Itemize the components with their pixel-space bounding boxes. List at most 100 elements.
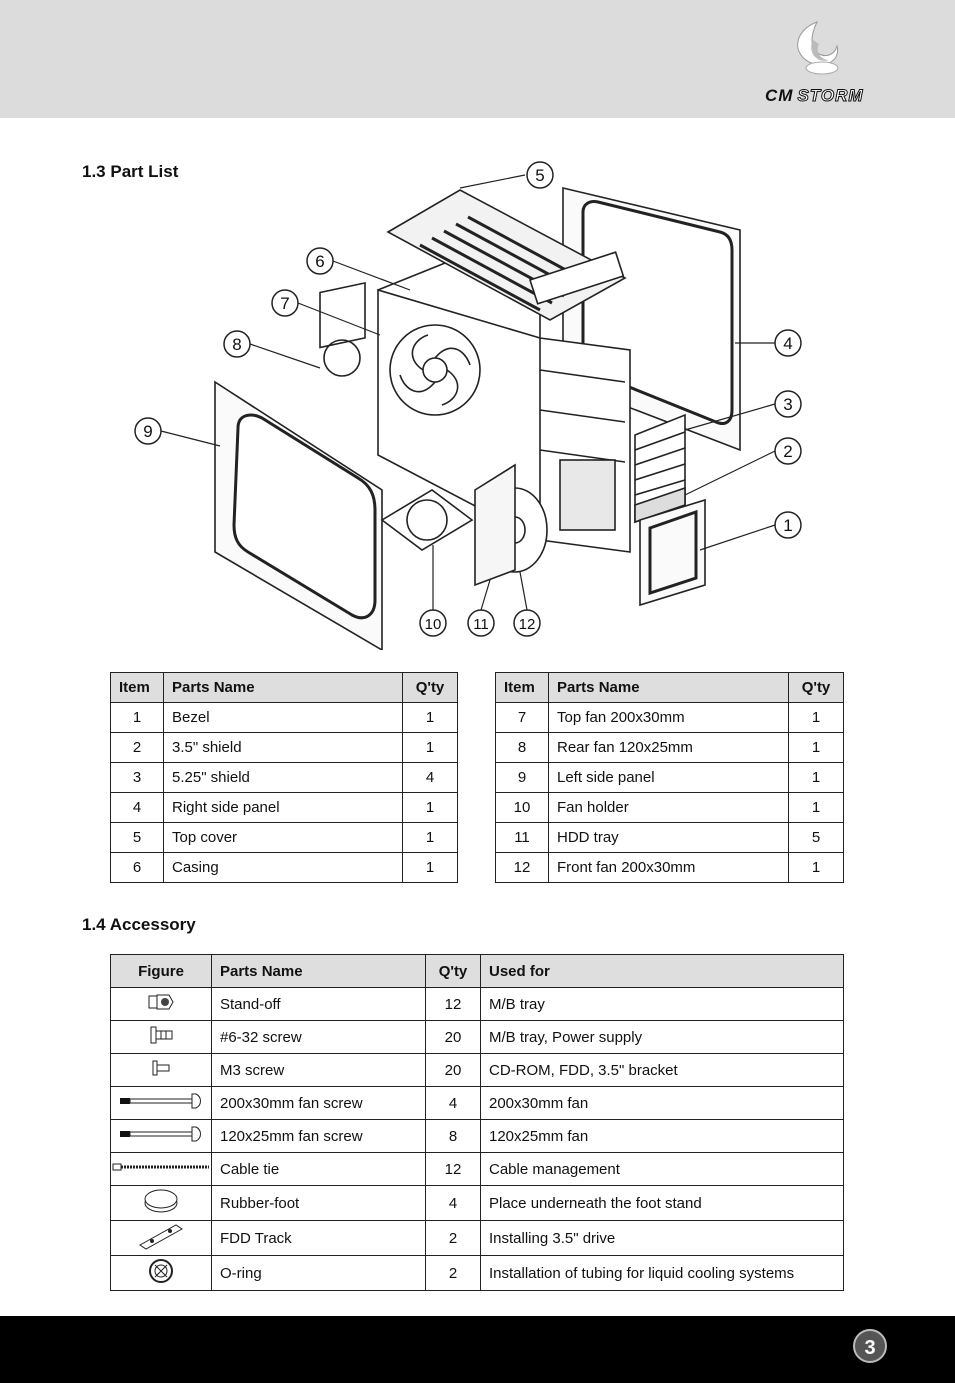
callout-7: 7 [271, 289, 299, 317]
screw-icon [141, 1026, 181, 1050]
qty-cell: 1 [788, 702, 844, 733]
o-ring-icon [146, 1259, 176, 1290]
qty-cell: 8 [425, 1119, 481, 1153]
figure-cell [110, 987, 212, 1021]
used-for-cell: 120x25mm fan [480, 1119, 844, 1153]
parts-name-cell: #6-32 screw [211, 1020, 426, 1054]
part-list-title: 1.3 Part List [82, 162, 179, 181]
small-screw-icon [141, 1060, 181, 1083]
long-screw-icon [116, 1093, 206, 1115]
storm-swirl-icon [797, 21, 839, 75]
item-cell: 11 [495, 822, 549, 853]
page-footer [0, 1316, 955, 1383]
parts-name-cell: Right side panel [163, 792, 403, 823]
svg-text:10: 10 [425, 616, 442, 633]
parts-name-cell: M3 screw [211, 1053, 426, 1087]
page-number: 3 [853, 1329, 887, 1363]
parts-name-cell: 120x25mm fan screw [211, 1119, 426, 1153]
figure-cell [110, 1086, 212, 1120]
parts-name-cell: Rubber-foot [211, 1185, 426, 1221]
qty-cell: 4 [425, 1086, 481, 1120]
item-cell: 9 [495, 762, 549, 793]
parts-name-cell: HDD tray [548, 822, 789, 853]
parts-name-cell: FDD Track [211, 1220, 426, 1256]
svg-text:4: 4 [783, 334, 792, 353]
used-for-cell: Installation of tubing for liquid coolin… [480, 1255, 844, 1291]
qty-cell: 4 [402, 762, 458, 793]
used-for-cell: Installing 3.5" drive [480, 1220, 844, 1256]
callout-11: 11 [467, 609, 495, 637]
item-cell: 10 [495, 792, 549, 823]
qty-cell: 1 [788, 852, 844, 883]
item-cell: 2 [110, 732, 164, 763]
callout-9: 9 [134, 417, 162, 445]
svg-text:1: 1 [783, 516, 792, 535]
figure-cell [110, 1220, 212, 1256]
cable-tie-icon [111, 1161, 211, 1178]
callout-4: 4 [774, 329, 802, 357]
figure-cell [110, 1020, 212, 1054]
figure-cell [110, 1255, 212, 1291]
qty-cell: 1 [788, 732, 844, 763]
used-for-cell: Cable management [480, 1152, 844, 1186]
qty-cell: 2 [425, 1255, 481, 1291]
accessory-table: Figure Parts Name Q'ty Used for Stand-of… [110, 954, 844, 1291]
parts-name-cell: 200x30mm fan screw [211, 1086, 426, 1120]
item-cell: 6 [110, 852, 164, 883]
used-for-cell: 200x30mm fan [480, 1086, 844, 1120]
parts-name-cell: Bezel [163, 702, 403, 733]
qty-cell: 1 [402, 732, 458, 763]
qty-cell: 4 [425, 1185, 481, 1221]
used-for-cell: Place underneath the foot stand [480, 1185, 844, 1221]
parts-name-cell: Casing [163, 852, 403, 883]
item-cell: 12 [495, 852, 549, 883]
used-for-cell: M/B tray [480, 987, 844, 1021]
callout-2: 2 [774, 437, 802, 465]
figure-cell [110, 1152, 212, 1186]
callout-10: 10 [419, 609, 447, 637]
parts-name-cell: Cable tie [211, 1152, 426, 1186]
rubber-foot-icon [141, 1189, 181, 1220]
qty-cell: 5 [788, 822, 844, 853]
parts-name-cell: Top fan 200x30mm [548, 702, 789, 733]
col-qty: Q'ty [788, 672, 844, 703]
parts-name-cell: Stand-off [211, 987, 426, 1021]
svg-text:3: 3 [783, 395, 792, 414]
figure-cell [110, 1185, 212, 1221]
col-parts-name: Parts Name [548, 672, 789, 703]
qty-cell: 1 [402, 702, 458, 733]
col-item: Item [495, 672, 549, 703]
standoff-icon [141, 994, 181, 1016]
callout-5: 5 [526, 161, 554, 189]
svg-text:8: 8 [232, 335, 241, 354]
col-parts-name: Parts Name [211, 954, 426, 988]
qty-cell: 20 [425, 1053, 481, 1087]
figure-cell [110, 1119, 212, 1153]
qty-cell: 1 [402, 852, 458, 883]
callout-8: 8 [223, 330, 251, 358]
item-cell: 3 [110, 762, 164, 793]
qty-cell: 1 [788, 792, 844, 823]
callout-1: 1 [774, 511, 802, 539]
svg-text:5: 5 [535, 166, 544, 185]
svg-text:11: 11 [473, 616, 489, 633]
col-parts-name: Parts Name [163, 672, 403, 703]
fdd-track-icon [136, 1224, 186, 1255]
parts-name-cell: Top cover [163, 822, 403, 853]
parts-name-cell: 3.5" shield [163, 732, 403, 763]
